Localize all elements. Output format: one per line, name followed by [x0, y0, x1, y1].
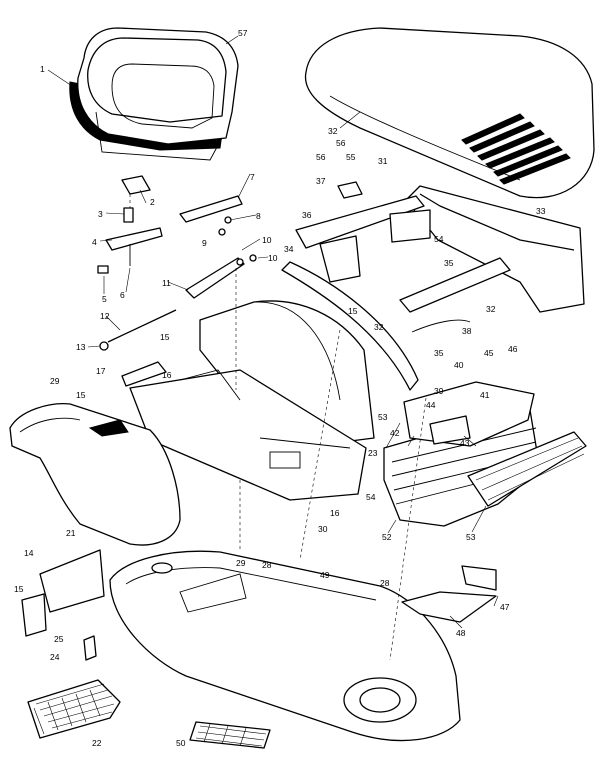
- callout-22: 22: [92, 738, 102, 748]
- callout-16b: 16: [330, 508, 340, 518]
- leader-lines: [47, 35, 499, 629]
- callout-23: 23: [368, 448, 378, 458]
- floor-mats: [27, 679, 271, 749]
- callout-29b: 29: [236, 558, 246, 568]
- main-body: [121, 300, 375, 501]
- left-fender: [9, 403, 181, 546]
- frame-deck: [109, 550, 461, 742]
- callout-4: 4: [92, 237, 97, 247]
- callout-24: 24: [50, 652, 60, 662]
- callout-15a: 15: [160, 332, 170, 342]
- callout-21: 21: [66, 528, 76, 538]
- callout-38: 38: [462, 326, 472, 336]
- callout-13: 13: [76, 342, 86, 352]
- callout-48: 48: [456, 628, 466, 638]
- callout-10a: 10: [262, 235, 272, 245]
- callout-15b: 15: [76, 390, 86, 400]
- seat-hardware: [97, 175, 257, 351]
- callout-36: 36: [302, 210, 312, 220]
- callout-39: 39: [434, 386, 444, 396]
- callout-7: 7: [250, 172, 255, 182]
- callout-32c: 32: [374, 322, 384, 332]
- callout-1: 1: [40, 64, 45, 74]
- callout-16a: 16: [162, 370, 172, 380]
- callout-50: 50: [176, 738, 186, 748]
- pedal-bracket: [21, 549, 105, 661]
- callout-12: 12: [100, 311, 110, 321]
- callout-56b: 56: [336, 138, 346, 148]
- callout-2: 2: [150, 197, 155, 207]
- callout-35b: 35: [434, 348, 444, 358]
- callout-14: 14: [24, 548, 34, 558]
- callout-9: 9: [202, 238, 207, 248]
- callout-3: 3: [98, 209, 103, 219]
- callout-40: 40: [454, 360, 464, 370]
- callout-32b: 32: [486, 304, 496, 314]
- callout-35a: 35: [444, 258, 454, 268]
- callout-32: 32: [328, 126, 338, 136]
- callout-34: 34: [284, 244, 294, 254]
- front-grille: [383, 381, 587, 623]
- callout-10b: 10: [268, 253, 278, 263]
- callout-15c: 15: [348, 306, 358, 316]
- callout-43: 43: [460, 438, 470, 448]
- callout-54a: 54: [434, 234, 444, 244]
- seat: [69, 27, 239, 161]
- callout-28a: 28: [262, 560, 272, 570]
- callout-55: 55: [346, 152, 356, 162]
- callout-5: 5: [102, 294, 107, 304]
- hood-vents: [461, 113, 571, 185]
- callout-6: 6: [120, 290, 125, 300]
- callout-29a: 29: [50, 376, 60, 386]
- assembly-lines: [129, 194, 427, 661]
- part-callouts: 1 57 32 2 3 4 5 6 7 8 9 10 10 11 12 13 1…: [14, 28, 546, 748]
- callout-30: 30: [318, 524, 328, 534]
- callout-49: 49: [320, 570, 330, 580]
- callout-8: 8: [256, 211, 261, 221]
- callout-31: 31: [378, 156, 388, 166]
- callout-57: 57: [238, 28, 248, 38]
- callout-46: 46: [508, 344, 518, 354]
- callout-11: 11: [162, 278, 171, 288]
- callout-25: 25: [54, 634, 64, 644]
- callout-37: 37: [316, 176, 326, 186]
- callout-54b: 54: [366, 492, 376, 502]
- callout-44: 44: [426, 400, 436, 410]
- callout-53a: 53: [378, 412, 388, 422]
- hood: [304, 27, 595, 199]
- console-panels: [281, 181, 585, 391]
- callout-45: 45: [484, 348, 494, 358]
- callout-42: 42: [390, 428, 400, 438]
- callout-52: 52: [382, 532, 392, 542]
- callout-28b: 28: [380, 578, 390, 588]
- callout-56a: 56: [316, 152, 326, 162]
- callout-47: 47: [500, 602, 510, 612]
- callout-53b: 53: [466, 532, 476, 542]
- callout-17: 17: [96, 366, 106, 376]
- callout-33: 33: [536, 206, 546, 216]
- callout-15d: 15: [14, 584, 24, 594]
- callout-41: 41: [480, 390, 490, 400]
